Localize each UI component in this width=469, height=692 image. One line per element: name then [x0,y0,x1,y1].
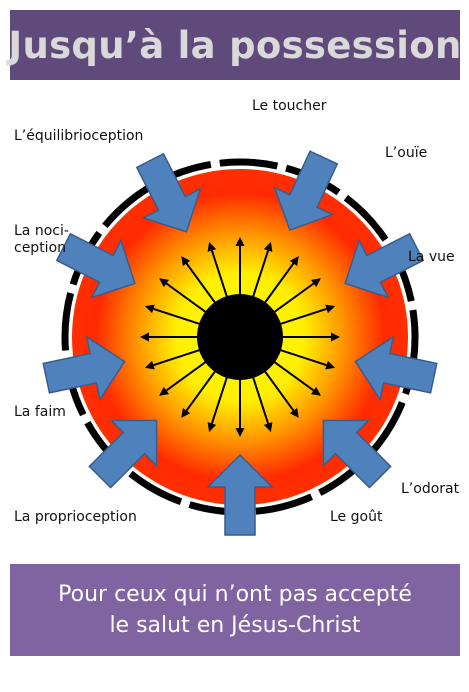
radiating-arrow [207,241,229,300]
radiating-arrow [280,332,340,342]
sense-arrow-hunger [344,232,425,299]
sense-arrow-taste [135,152,202,233]
page-title: Jusqu’à la possession [8,23,462,67]
black-core [197,294,283,380]
radiating-arrow [271,278,321,315]
label-nociception: La noci- ception [14,223,69,256]
radiating-arrow [140,332,200,342]
sense-arrow-hearing [88,419,158,489]
sense-arrow-nociception [354,335,438,402]
label-hearing: L’ouïe [385,145,428,161]
label-sight: La vue [408,249,455,265]
radiating-arrow [251,374,273,433]
radiating-arrow [181,368,218,418]
sense-arrow-proprioception [273,150,339,232]
radiating-arrow [181,256,218,306]
radiating-arrow [235,377,245,437]
label-smell: L’odorat [401,481,460,497]
radiating-arrow [277,348,336,370]
label-equilibrioception: L’équilibrioception [14,128,144,144]
radiating-arrow [271,359,321,396]
radiating-arrow [207,374,229,433]
sense-arrow-touch [206,453,274,536]
radiating-arrow [159,278,209,315]
footer-line-2: le salut en Jésus-Christ [109,613,361,638]
radiating-arrow [262,368,299,418]
radiating-arrow [159,359,209,396]
label-taste: Le goût [330,509,383,525]
sense-arrow-sight [42,335,126,402]
label-touch: Le toucher [252,98,327,114]
radiating-arrow [144,348,203,370]
senses-diagram [42,150,438,536]
footer-line-1: Pour ceux qui n’ont pas accepté [58,582,412,607]
radiating-arrow [262,256,299,306]
label-hunger: La faim [14,404,66,420]
sense-arrows [42,150,438,536]
radiating-arrow [144,304,203,326]
sense-arrow-equilibrioception [322,419,392,489]
radiating-arrow [251,241,273,300]
radiating-arrow [235,237,245,297]
radiating-arrow [277,304,336,326]
radiating-arrows [140,237,340,437]
sense-arrow-smell [55,232,136,299]
footer-banner: Pour ceux qui n’ont pas accepté le salut… [10,564,460,656]
title-banner: Jusqu’à la possession [8,10,462,80]
label-proprioception: La proprioception [14,509,137,525]
